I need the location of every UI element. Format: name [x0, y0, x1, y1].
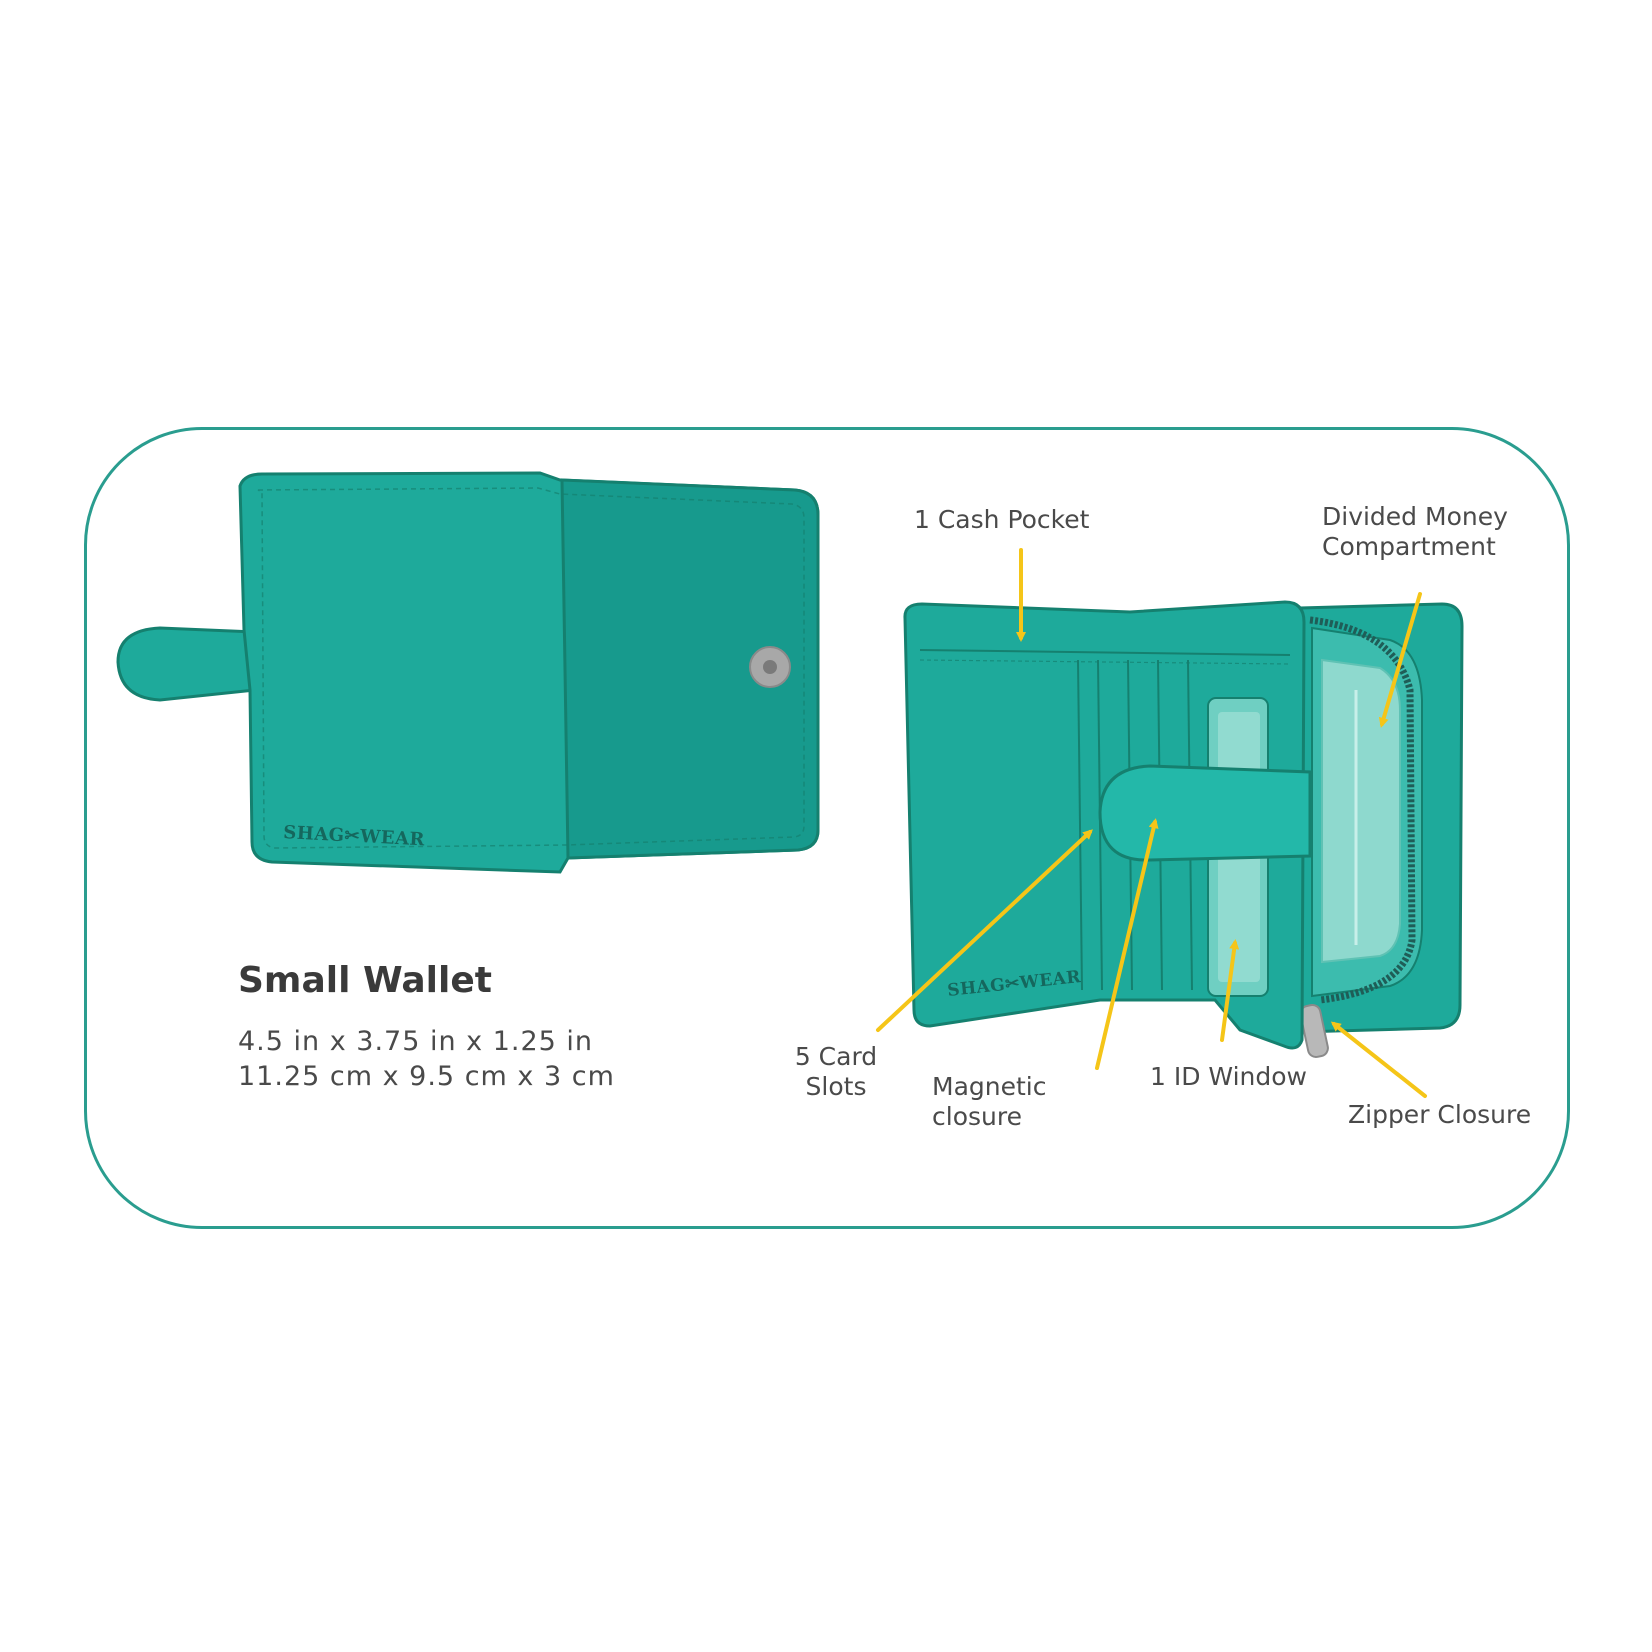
zipper-pull [1299, 1003, 1329, 1059]
label-cash-pocket: 1 Cash Pocket [914, 505, 1090, 534]
open-wallet: SHAG✂WEAR [903, 600, 1464, 1059]
label-zipper-closure: Zipper Closure [1348, 1100, 1532, 1129]
arrow-id-window [1220, 939, 1240, 1042]
label-divided-money: Divided Money Compartment [1322, 502, 1508, 561]
wallet-fold-panel [560, 478, 820, 860]
label-id-window: 1 ID Window [1150, 1062, 1307, 1091]
dimensions-inches: 4.5 in x 3.75 in x 1.25 in [238, 1026, 594, 1057]
wallet-tab [116, 626, 257, 702]
arrow-card-slots [876, 829, 1093, 1032]
zipper-teeth [1309, 616, 1416, 1004]
product-title: Small Wallet [238, 960, 492, 1001]
divided-money-liner [1321, 658, 1401, 964]
label-magnetic-closure: Magnetic closure [932, 1072, 1047, 1131]
callout-arrows [876, 548, 1427, 1098]
magnetic-tab [1098, 764, 1312, 862]
arrow-divided-money [1378, 592, 1422, 728]
label-card-slots: 5 Card Slots [794, 1042, 878, 1101]
rounded-frame [84, 427, 1570, 1229]
arrow-zipper [1330, 1021, 1427, 1098]
closed-wallet: SHAG✂WEAR [116, 471, 820, 874]
dimensions-cm: 11.25 cm x 9.5 cm x 3 cm [238, 1061, 615, 1092]
arrow-magnetic [1095, 818, 1159, 1070]
